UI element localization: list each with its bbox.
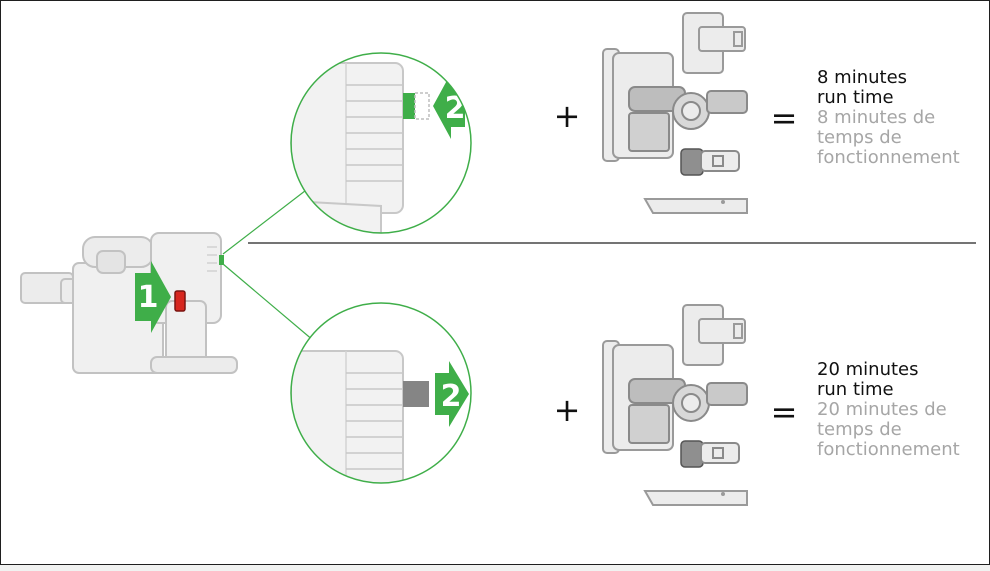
handheld-vacuum-icon bbox=[20, 232, 238, 374]
step-one-arrow-icon: 1 bbox=[135, 261, 171, 333]
plus-sign-bottom: + bbox=[554, 391, 581, 429]
bottom-zoom-circle: 2 bbox=[290, 302, 472, 484]
plus-sign-top: + bbox=[554, 97, 581, 135]
step-two-label-bottom: 2 bbox=[441, 379, 462, 414]
runtime-fr-line3: fonctionnement bbox=[817, 439, 960, 460]
runtime-fr-line3: fonctionnement bbox=[817, 147, 960, 168]
runtime-fr-line1: 8 minutes de bbox=[817, 107, 936, 128]
runtime-caption-bottom: 20 minutes run time 20 minutes de temps … bbox=[817, 360, 960, 460]
runtime-en-line1: 20 minutes bbox=[817, 359, 919, 380]
top-zoom-circle: 2 bbox=[290, 52, 472, 234]
runtime-en-line2: run time bbox=[817, 379, 894, 400]
runtime-en-line2: run time bbox=[817, 87, 894, 108]
bottom-band bbox=[0, 565, 990, 571]
connector-line-bottom bbox=[222, 263, 315, 342]
runtime-caption-top: 8 minutes run time 8 minutes de temps de… bbox=[817, 68, 960, 168]
runtime-en-line1: 8 minutes bbox=[817, 67, 908, 88]
tool-set-bottom bbox=[602, 304, 748, 506]
motorhead-tool-icon bbox=[602, 12, 748, 214]
equals-sign-bottom: = bbox=[771, 393, 798, 431]
trigger-button bbox=[174, 290, 186, 312]
runtime-fr-line2: temps de bbox=[817, 419, 902, 440]
runtime-fr-line1: 20 minutes de bbox=[817, 399, 947, 420]
equals-sign-top: = bbox=[771, 99, 798, 137]
tool-set-top bbox=[602, 12, 748, 214]
connector-line-top bbox=[222, 183, 315, 255]
brush-tool-icon bbox=[602, 304, 748, 506]
step-two-label-top: 2 bbox=[445, 91, 466, 126]
switch-down-arrow-icon: 2 bbox=[435, 361, 469, 427]
step-one-label: 1 bbox=[138, 280, 159, 315]
runtime-fr-line2: temps de bbox=[817, 127, 902, 148]
